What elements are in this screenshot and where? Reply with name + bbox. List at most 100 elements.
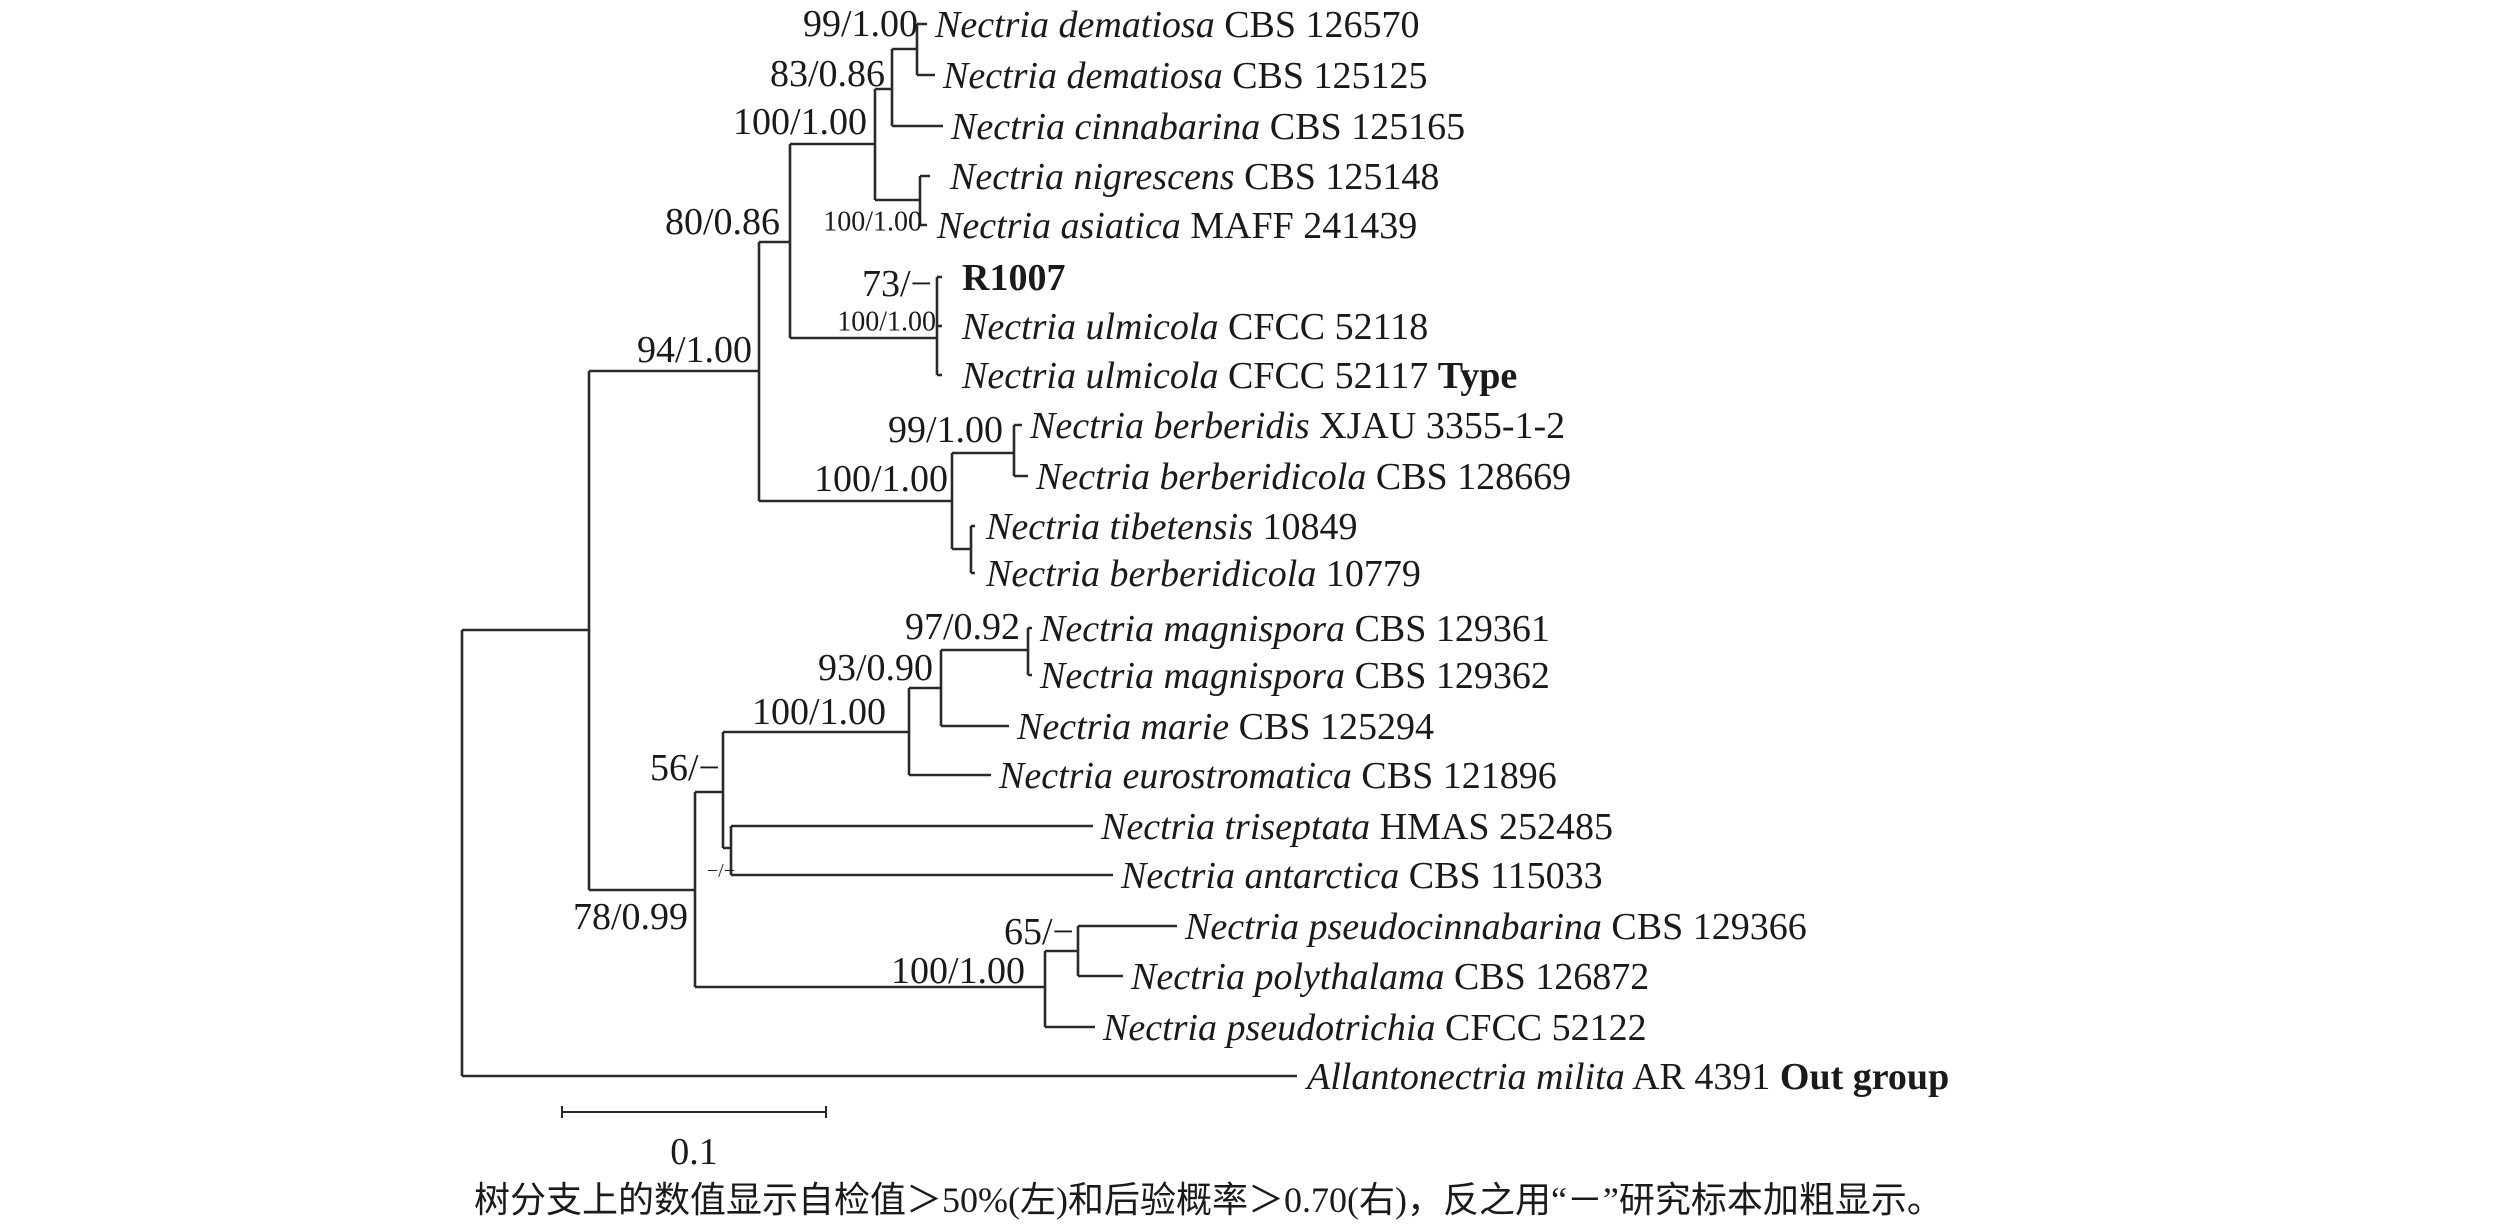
node-label: −/− bbox=[707, 860, 735, 882]
scale-bar-label: 0.1 bbox=[670, 1131, 718, 1173]
clade-99-berberidis-branch bbox=[1012, 423, 1028, 478]
node-label: 100/1.00 bbox=[823, 207, 922, 238]
node-label: 99/1.00 bbox=[803, 3, 918, 45]
node-label: 73/− bbox=[862, 263, 932, 305]
node-label: 80/0.86 bbox=[665, 201, 780, 243]
clade-unsupported-branch bbox=[729, 824, 1113, 877]
clade-100-magnispora-branch bbox=[907, 686, 991, 777]
node-label: 83/0.86 bbox=[770, 53, 885, 95]
leaf-strain: CBS 126570 bbox=[1215, 4, 1420, 46]
clade-asiatica-branch bbox=[918, 174, 930, 227]
leaf-label: Nectria eurostromatica CBS 121896 bbox=[998, 755, 1557, 797]
leaf-taxon: Nectria eurostromatica bbox=[998, 755, 1352, 797]
leaf-taxon: Nectria ulmicola bbox=[961, 355, 1218, 397]
clade-99-dematiosa-branch bbox=[915, 22, 935, 77]
leaf-taxon: Nectria berberidis bbox=[1029, 405, 1310, 447]
leaf-taxon: Nectria magnispora bbox=[1039, 655, 1345, 697]
leaf-strain: CBS 128669 bbox=[1366, 456, 1571, 498]
leaf-label: Nectria dematiosa CBS 125125 bbox=[942, 55, 1428, 97]
node-label: 93/0.90 bbox=[818, 647, 933, 689]
leaf-taxon: Nectria pseudocinnabarina bbox=[1184, 906, 1602, 948]
leaf-strain: CBS 126872 bbox=[1444, 956, 1649, 998]
scale-bar: 0.1 bbox=[561, 1106, 827, 1173]
leaf-strain: CBS 129362 bbox=[1345, 655, 1550, 697]
leaf-taxon: Nectria dematiosa bbox=[934, 4, 1215, 46]
leaf-strain: CFCC 52122 bbox=[1435, 1007, 1646, 1049]
leaf-label: Nectria berberidicola 10779 bbox=[985, 553, 1421, 595]
leaf-taxon: Nectria berberidicola bbox=[1035, 456, 1366, 498]
leaf-strain: 10849 bbox=[1253, 506, 1358, 548]
leaf-label: Nectria triseptata HMAS 252485 bbox=[1100, 806, 1613, 848]
leaf-label: Nectria magnispora CBS 129362 bbox=[1039, 655, 1550, 697]
root-branch bbox=[460, 628, 1297, 1078]
node-label: 100/1.00 bbox=[733, 101, 867, 143]
leaf-label: Nectria ulmicola CFCC 52118 bbox=[961, 306, 1428, 348]
clade-80-branch bbox=[788, 142, 937, 340]
leaf-taxon: Allantonectria milita bbox=[1304, 1056, 1625, 1098]
clade-93-branch bbox=[939, 648, 1028, 728]
node-label: 94/1.00 bbox=[637, 329, 752, 371]
leaf-taxon: Nectria magnispora bbox=[1039, 608, 1345, 650]
leaf-label: R1007 bbox=[962, 257, 1065, 299]
node-label: 78/0.99 bbox=[573, 896, 688, 938]
leaf-taxon: Nectria cinnabarina bbox=[950, 106, 1260, 148]
leaf-strain: CBS 125294 bbox=[1229, 706, 1434, 748]
node-label: 56/− bbox=[650, 747, 720, 789]
leaf-note: Out group bbox=[1780, 1056, 1949, 1098]
leaf-note: Type bbox=[1438, 355, 1518, 397]
clade-83-branch bbox=[890, 47, 943, 128]
scale-bar-line bbox=[561, 1106, 827, 1118]
leaf-label: Nectria tibetensis 10849 bbox=[985, 506, 1358, 548]
leaf-label: Nectria ulmicola CFCC 52117 Type bbox=[961, 355, 1517, 397]
leaf-strain: CBS 125125 bbox=[1223, 55, 1428, 97]
leaf-strain: CBS 129366 bbox=[1602, 906, 1807, 948]
leaf-taxon: Nectria triseptata bbox=[1100, 806, 1370, 848]
leaf-taxon: Nectria berberidicola bbox=[985, 553, 1316, 595]
leaf-label: Nectria magnispora CBS 129361 bbox=[1039, 608, 1550, 650]
clade-berberidis-branch bbox=[950, 451, 1014, 551]
leaf-taxon: Nectria nigrescens bbox=[949, 156, 1235, 198]
leaf-label: Nectria polythalama CBS 126872 bbox=[1130, 956, 1649, 998]
node-label: 97/0.92 bbox=[905, 606, 1020, 648]
tree-branches bbox=[460, 22, 1297, 1078]
leaf-label: Nectria berberidicola CBS 128669 bbox=[1035, 456, 1571, 498]
leaf-label: Nectria pseudotrichia CFCC 52122 bbox=[1102, 1007, 1647, 1049]
node-label: 100/1.00 bbox=[814, 458, 948, 500]
clade-97-branch bbox=[1026, 626, 1032, 677]
clade-100-top-branch bbox=[873, 87, 920, 202]
leaf-label: Nectria pseudocinnabarina CBS 129366 bbox=[1184, 906, 1807, 948]
leaf-note: R1007 bbox=[962, 257, 1065, 299]
ingroup-branch bbox=[587, 369, 759, 892]
leaf-strain: CFCC 52118 bbox=[1218, 306, 1428, 348]
leaf-taxon: Nectria marie bbox=[1016, 706, 1229, 748]
leaf-taxon: Nectria asiatica bbox=[936, 205, 1181, 247]
leaf-taxon: Nectria polythalama bbox=[1130, 956, 1444, 998]
node-label: 100/1.00 bbox=[837, 307, 936, 338]
leaf-taxon: Nectria antarctica bbox=[1120, 855, 1399, 897]
clade-65-branch bbox=[1076, 924, 1177, 978]
leaf-strain: CFCC 52117 bbox=[1218, 355, 1437, 397]
leaf-label: Nectria asiatica MAFF 241439 bbox=[936, 205, 1417, 247]
clade-94-branch bbox=[757, 240, 952, 503]
leaf-strain: XJAU 3355-1-2 bbox=[1310, 405, 1565, 447]
leaf-label: Nectria marie CBS 125294 bbox=[1016, 706, 1434, 748]
leaf-label: Nectria nigrescens CBS 125148 bbox=[949, 156, 1439, 198]
node-label: 99/1.00 bbox=[888, 409, 1003, 451]
leaf-label: Nectria dematiosa CBS 126570 bbox=[934, 4, 1420, 46]
node-label: 100/1.00 bbox=[752, 691, 886, 733]
leaf-label: Nectria antarctica CBS 115033 bbox=[1120, 855, 1603, 897]
clade-ulmicola-branch bbox=[935, 275, 942, 377]
clade-tibetensis-branch bbox=[969, 524, 975, 575]
leaf-strain: CBS 121896 bbox=[1352, 755, 1557, 797]
leaf-strain: MAFF 241439 bbox=[1181, 205, 1418, 247]
node-label: 100/1.00 bbox=[891, 950, 1025, 992]
leaf-strain: CBS 115033 bbox=[1399, 855, 1602, 897]
leaf-taxon: Nectria tibetensis bbox=[985, 506, 1253, 548]
leaf-strain: 10779 bbox=[1316, 553, 1421, 595]
leaf-taxon: Nectria pseudotrichia bbox=[1102, 1007, 1435, 1049]
leaf-strain: CBS 125165 bbox=[1260, 106, 1465, 148]
leaf-strain: CBS 129361 bbox=[1345, 608, 1550, 650]
leaf-taxon: Nectria dematiosa bbox=[942, 55, 1223, 97]
